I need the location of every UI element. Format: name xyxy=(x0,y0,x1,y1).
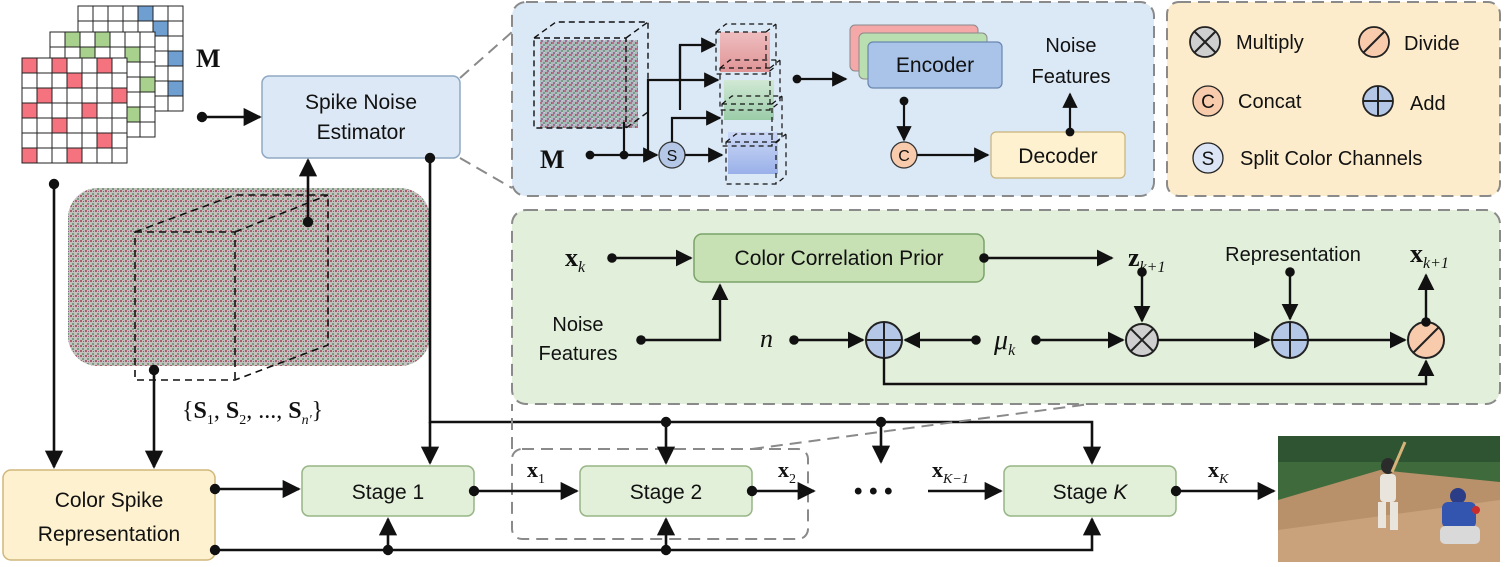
spike-noise-estimator-box: Spike Noise Estimator xyxy=(261,75,461,159)
concat-node: C xyxy=(890,141,918,169)
add-icon xyxy=(1362,85,1394,117)
n-label: n xyxy=(760,324,773,353)
divide-node xyxy=(1407,321,1445,359)
stage-noise-features-label-1: Noise xyxy=(552,314,603,336)
overview-connectors xyxy=(44,107,1276,556)
mu-label: μk xyxy=(993,325,1016,359)
x1-label: x1 xyxy=(527,457,545,487)
spike-set-label: {S1, S2, ..., Sn'} xyxy=(182,398,323,428)
decoder-label: Decoder xyxy=(1018,145,1097,168)
stage-2-box: Stage 2 xyxy=(579,465,753,517)
decoder-box: Decoder xyxy=(990,131,1126,179)
stage-detail-connectors xyxy=(607,249,1435,386)
split-node: S xyxy=(658,141,686,169)
color-spike-representation-label-2: Representation xyxy=(38,523,180,546)
color-correlation-prior-label: Color Correlation Prior xyxy=(735,247,944,270)
stage-k-label: Stage K xyxy=(1053,481,1129,504)
stage-1-box: Stage 1 xyxy=(301,465,475,517)
split-color-cubes xyxy=(715,23,787,185)
legend-multiply-label: Multiply xyxy=(1236,32,1304,54)
detail-mask-label: M xyxy=(540,145,565,174)
add-node-1 xyxy=(865,321,903,359)
legend-divide-label: Divide xyxy=(1404,33,1460,55)
split-icon: S xyxy=(1192,142,1224,174)
x2-label: x2 xyxy=(778,457,796,487)
color-spike-representation-box: Color Spike Representation xyxy=(2,469,216,561)
divide-icon xyxy=(1358,26,1390,58)
encoder-stack: Encoder xyxy=(849,24,1003,89)
ellipsis-label: • • • xyxy=(854,478,893,505)
multiply-icon xyxy=(1189,26,1221,58)
noise-estimator-connectors xyxy=(585,37,1078,163)
concat-node-symbol: C xyxy=(898,148,910,165)
legend-concat-symbol: C xyxy=(1201,92,1215,113)
legend-panel: Multiply Divide C Concat Add S Split Col… xyxy=(1166,1,1501,197)
concat-icon: C xyxy=(1192,85,1224,117)
stage-1-label: Stage 1 xyxy=(352,481,424,504)
noisy-spike-cube xyxy=(533,21,649,129)
stage-k-box: Stage K xyxy=(1003,465,1177,517)
legend-split-label: Split Color Channels xyxy=(1240,148,1422,170)
stage-2-label: Stage 2 xyxy=(630,481,702,504)
mask-grid-layer xyxy=(21,57,128,164)
add-node-2 xyxy=(1271,321,1309,359)
xk-final-label: xK xyxy=(1208,457,1229,487)
xk-minus-1-label: xK−1 xyxy=(932,457,969,487)
legend-split-symbol: S xyxy=(1202,149,1215,170)
detail-noise-features-label-2: Features xyxy=(1032,66,1111,88)
mask-label: M xyxy=(196,44,221,73)
color-correlation-prior-box: Color Correlation Prior xyxy=(693,233,985,283)
spike-noise-estimator-label-2: Estimator xyxy=(317,121,406,144)
legend-concat-label: Concat xyxy=(1238,91,1302,113)
stage-noise-features-label-2: Features xyxy=(539,343,618,365)
color-spike-representation-label-1: Color Spike xyxy=(55,489,164,512)
reconstructed-image xyxy=(1278,436,1500,562)
mask-grids xyxy=(21,5,184,164)
xk-input-label: xk xyxy=(565,243,586,276)
encoder-label: Encoder xyxy=(896,54,974,77)
split-node-symbol: S xyxy=(667,148,678,165)
xk1-output-label: xk+1 xyxy=(1410,239,1449,272)
spike-noise-estimator-label-1: Spike Noise xyxy=(305,91,417,114)
noise-estimator-detail-panel: M S Encoder Decoder C Noise Features xyxy=(459,1,1155,197)
representation-label: Representation xyxy=(1225,244,1361,266)
spike-stream-volume xyxy=(68,188,430,381)
multiply-node xyxy=(1125,323,1159,357)
detail-noise-features-label-1: Noise xyxy=(1045,35,1096,57)
legend-add-label: Add xyxy=(1410,93,1446,115)
stage-detail-panel: Color Correlation Prior xk zk+1 Represen… xyxy=(511,209,1501,450)
